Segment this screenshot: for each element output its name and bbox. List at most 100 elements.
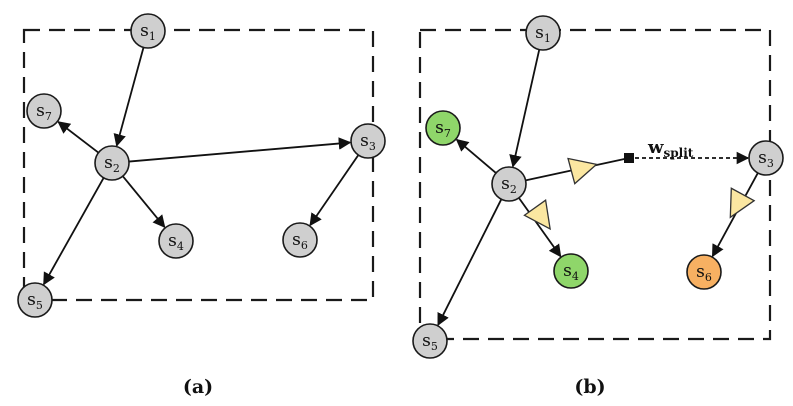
panel-a-boundary [22,28,375,302]
panel-b-node-s3-circle [748,140,784,176]
panel-a-node-s3-sub: 3 [369,140,376,153]
panel-b-node-s4-base: s [563,261,572,281]
panel-a-node-s1-base: s [140,21,149,41]
panel-a-node-s7-sub: 7 [45,110,52,123]
panel-a-node-s4-base: s [168,231,177,251]
panel-b-node-s1-label: s1 [535,23,551,45]
panel-b-node-s3-sub: 3 [767,157,774,170]
panel-a-node-s4-circle [158,223,194,259]
panel-b-node-s4: s4 [553,253,589,289]
panel-a-node-s2-base: s [104,153,113,173]
panel-b-node-s7-circle [425,110,461,146]
panel-a-edge-s3-s6 [309,154,360,227]
panel-a-node-s1-sub: 1 [149,30,156,43]
panel-b-node-s3: s3 [748,140,784,176]
panel-b-node-s7-base: s [435,118,444,138]
panel-a-node-s7: s7 [26,93,62,129]
panel-a-node-s2-circle [94,145,130,181]
panel-a-node-s5: s5 [17,282,53,318]
panel-b-node-s2-base: s [501,174,510,194]
split-edge-label: wsplit [647,137,694,160]
panel-b-node-s1-sub: 1 [544,32,551,45]
panel-a-node-s3-circle [350,123,386,159]
panel-a-node-s5-label: s5 [27,290,43,312]
panel-a-node-s3-label: s3 [360,131,376,153]
panel-b-node-s6-label: s6 [696,262,712,284]
panel-b-node-s3-label: s3 [758,148,774,170]
panel-a-caption: (a) [183,376,213,398]
panel-a-node-s7-label: s7 [36,101,52,123]
panel-b-node-s2-circle [491,166,527,202]
panel-a-node-s1-circle [130,13,166,49]
amplifier-s2-s4-icon-shape [523,199,551,231]
panel-b-node-s5-base: s [422,331,431,351]
panel-b-node-s2: s2 [491,166,527,202]
panel-b-node-s1-base: s [535,23,544,43]
amplifier-s3-s6-icon [729,187,756,219]
panel-b-node-s2-sub: 2 [510,183,517,196]
panel-b-node-s6: s6 [686,254,722,290]
panel-b-node-s7-sub: 7 [444,127,451,140]
panel-b-node-s2-label: s2 [501,174,517,196]
panel-b-edges [437,49,759,327]
amplifier-s2-s3-icon [567,157,598,185]
panel-a-node-s7-circle [26,93,62,129]
panel-b-node-s1-circle [525,15,561,51]
panel-b-caption: (b) [574,376,605,398]
panel-b-node-s5-circle [412,323,448,359]
panel-a-node-s1: s1 [130,13,166,49]
panel-a-node-s6-label: s6 [292,230,308,252]
split-label-sub: split [664,146,694,160]
panel-a-edge-s2-s3 [128,137,352,163]
panel-a-node-s4-label: s4 [168,231,184,253]
panel-a-edge-s1-s2 [113,47,145,147]
panel-b-node-s1: s1 [525,15,561,51]
panel-b-node-s5-sub: 5 [431,340,438,353]
panel-a-node-s5-base: s [27,290,36,310]
panel-a-node-s3: s3 [350,123,386,159]
panel-b-node-s4-circle [553,253,589,289]
panel-a-node-s4: s4 [158,223,194,259]
amplifier-s2-s3-icon-shape [567,157,598,185]
panel-b-edge-s1-s2 [509,49,541,168]
panel-b-edge-s2-s4 [518,197,562,258]
panel-b-boundary [418,28,772,341]
panel-a-node-s6-sub: 6 [301,239,308,252]
panel-b-node-s4-sub: 4 [572,270,579,283]
panel-b-node-s6-sub: 6 [705,271,712,284]
split-label-base: w [647,137,664,158]
panel-a-edge-s2-s7 [57,121,100,154]
panel-b-node-s3-base: s [758,148,767,168]
panel-a-node-s2: s2 [94,145,130,181]
split-point-marker [624,153,634,163]
panel-a-node-s6-circle [282,222,318,258]
panel-a-node-s3-base: s [360,131,369,151]
panel-b-node-s6-base: s [696,262,705,282]
panel-b-edge-s2-s5 [437,198,503,327]
panel-b-node-s6-circle [686,254,722,290]
panel-a-node-s2-sub: 2 [113,162,120,175]
panel-a-node-s5-sub: 5 [36,299,43,312]
panel-a-node-s7-base: s [36,101,45,121]
panel-a-edges [43,47,360,286]
panel-b-edge-s2-s7 [455,138,497,174]
panel-b-node-s5: s5 [412,323,448,359]
amplifier-s3-s6-icon-shape [729,187,756,219]
panel-a-node-s4-sub: 4 [177,240,184,253]
amplifier-s2-s4-icon [523,199,551,231]
panel-b-node-s7-label: s7 [435,118,451,140]
panel-b-node-s5-label: s5 [422,331,438,353]
panel-a-node-s6: s6 [282,222,318,258]
panel-a-edge-s2-s4 [122,175,166,229]
panel-a-node-s2-label: s2 [104,153,120,175]
panel-b-node-s7: s7 [425,110,461,146]
panel-a-node-s6-base: s [292,230,301,250]
panel-a-node-s1-label: s1 [140,21,156,43]
panel-a-edge-s2-s5 [43,177,105,286]
panel-a-node-s5-circle [17,282,53,318]
